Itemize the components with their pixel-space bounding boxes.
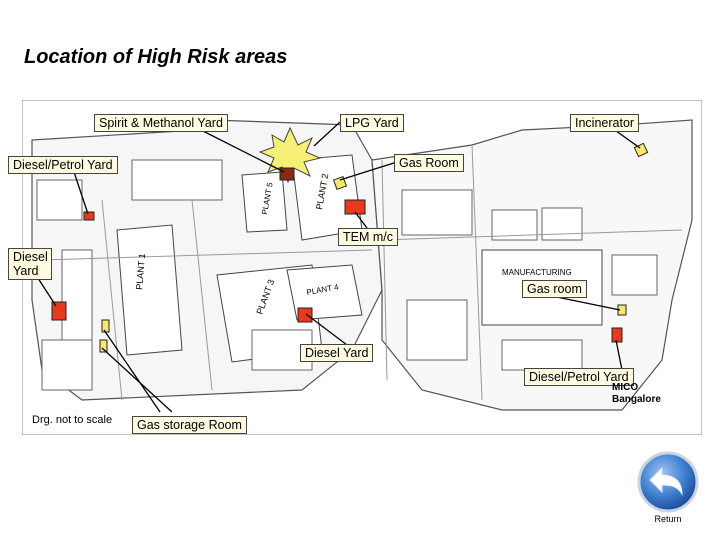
callout-spirit-methanol-yard: Spirit & Methanol Yard [94, 114, 228, 132]
diesel-yard-left-marker [51, 301, 67, 321]
tem-mc-marker [344, 199, 366, 215]
callout-gas-room-right: Gas room [522, 280, 587, 298]
callout-gas-room-top: Gas Room [394, 154, 464, 172]
callout-incinerator: Incinerator [570, 114, 640, 132]
callout-gas-storage-room: Gas storage Room [132, 416, 247, 434]
callout-tem-mc: TEM m/c [338, 228, 398, 246]
diesel-petrol-top-marker [83, 211, 95, 221]
site-map: PLANT 1 PLANT 3 PLANT 2 PLANT 5 PLANT 4 … [8, 100, 702, 435]
gas-room-top-marker [332, 175, 348, 191]
return-button[interactable]: Return [630, 450, 706, 526]
site-map-drawing: PLANT 1 PLANT 3 PLANT 2 PLANT 5 PLANT 4 … [22, 100, 702, 435]
callout-diesel-petrol-yard-right: Diesel/Petrol Yard [524, 368, 634, 386]
manufacturing-label: MANUFACTURING [502, 268, 572, 277]
diesel-petrol-right-marker [611, 327, 623, 343]
gas-storage-marker-2 [99, 339, 108, 353]
callout-lpg-yard: LPG Yard [340, 114, 404, 132]
place-label: MICO Bangalore [612, 382, 661, 405]
callout-diesel-petrol-yard-top: Diesel/Petrol Yard [8, 156, 118, 174]
return-arrow-icon [637, 451, 699, 513]
diesel-yard-center-marker [297, 307, 313, 323]
callout-diesel-yard-center: Diesel Yard [300, 344, 374, 362]
return-label: Return [654, 514, 682, 524]
callout-diesel-yard-left: Diesel Yard [8, 248, 52, 280]
explosion-icon [258, 126, 322, 184]
spirit-methanol-marker [279, 167, 295, 181]
scale-note: Drg. not to scale [32, 414, 113, 426]
gas-storage-marker-1 [101, 319, 110, 333]
page-title: Location of High Risk areas [24, 46, 288, 68]
plant-1-label: PLANT 1 [134, 253, 147, 290]
